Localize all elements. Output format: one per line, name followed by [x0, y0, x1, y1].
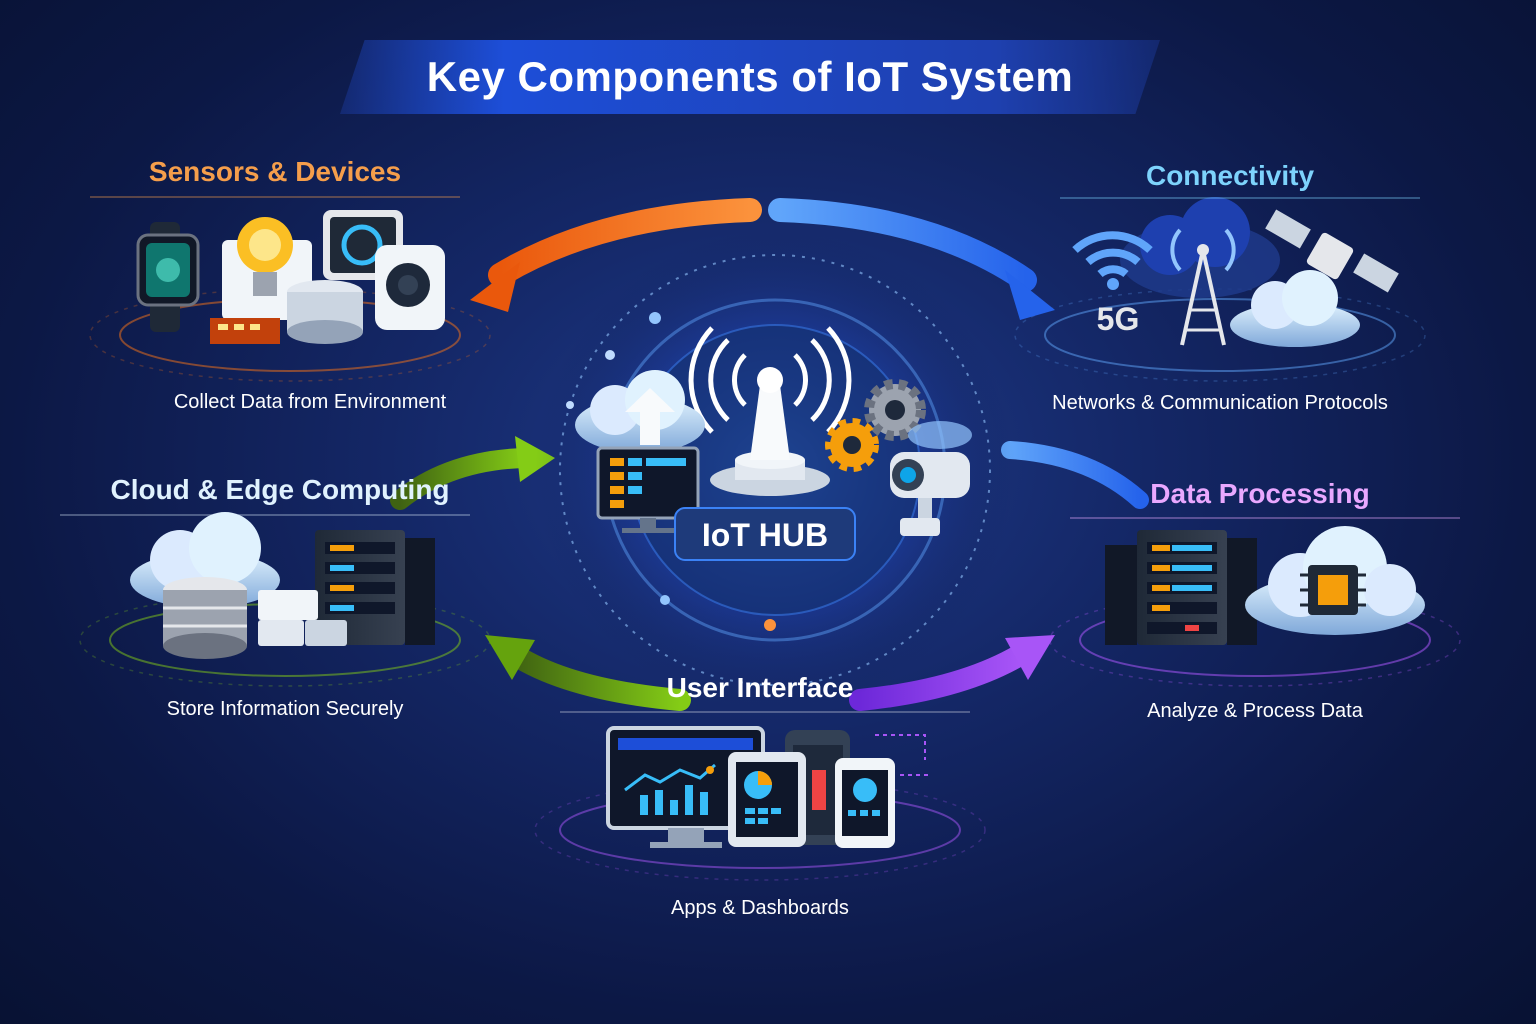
caption-data-processing: Analyze & Process Data — [1147, 700, 1363, 722]
edge-box-icon — [258, 590, 347, 646]
arrow-ui-to-cloud — [485, 635, 691, 711]
database-icon — [287, 280, 363, 344]
heading-connectivity: Connectivity — [1145, 160, 1315, 191]
heading-user-interface: User Interface — [666, 672, 854, 703]
title-banner: Key Components of IoT System — [340, 40, 1160, 114]
connector-lines — [875, 734, 930, 776]
tablet-icon — [728, 752, 806, 847]
antenna-icon — [688, 326, 852, 496]
caption-sensors-devices: Collect Data from Environment — [173, 391, 447, 413]
smartwatch-icon — [136, 222, 200, 332]
heading-rules — [60, 196, 1460, 713]
arrow-ui-to-processing — [849, 635, 1055, 711]
orbit-dot — [649, 312, 661, 324]
hub-dotted-orbit — [559, 254, 991, 686]
arrow-cloud-to-hub — [390, 436, 555, 510]
arrow-hub-to-sensors — [470, 198, 762, 312]
caption-user-interface: Apps & Dashboards — [671, 897, 849, 919]
monitor-icon — [596, 446, 700, 533]
connectivity-icons: 5G — [1072, 197, 1399, 347]
server-rack-icon — [315, 530, 435, 645]
user-interface-icons — [606, 726, 930, 848]
orbit-dot — [605, 350, 615, 360]
page-title: Key Components of IoT System — [426, 53, 1074, 100]
camera-icon — [890, 452, 970, 536]
server-rack-icon — [1105, 530, 1257, 645]
cloud-icon — [908, 421, 972, 449]
wifi-icon — [1072, 231, 1153, 290]
arrow-processing-to-hub — [1001, 441, 1149, 509]
heading-sensors-devices: Sensors & Devices — [148, 156, 402, 187]
heading-data-processing: Data Processing — [1150, 478, 1370, 509]
caption-cloud-edge: Store Information Securely — [166, 698, 404, 720]
satellite-icon — [1265, 209, 1399, 293]
orbit-dot — [566, 401, 574, 409]
hub-label: IoT HUB — [702, 517, 828, 553]
cell-tower-icon — [1170, 228, 1236, 346]
iot-hub: IoT HUB — [535, 230, 1015, 710]
cloud-upload-icon — [575, 370, 705, 453]
gear-icon — [825, 418, 879, 472]
orbit-dot — [660, 595, 670, 605]
orbit-dot — [764, 619, 776, 631]
data-processing-icons — [1105, 526, 1425, 645]
chip-icon — [1300, 565, 1366, 615]
circuit-board-icon — [210, 318, 280, 344]
sensors-devices-icons — [136, 210, 445, 344]
cloud-icon — [1230, 270, 1360, 347]
smartphone-icon — [835, 758, 895, 848]
monitor-icon — [606, 726, 765, 848]
5g-badge: 5G — [1097, 301, 1140, 337]
heading-cloud-edge: Cloud & Edge Computing — [110, 474, 450, 505]
hub-label-plate: IoT HUB — [674, 507, 856, 561]
caption-connectivity: Networks & Communication Protocols — [1052, 392, 1388, 414]
database-icon — [163, 577, 247, 659]
gear-icon — [864, 379, 926, 441]
cloud-edge-icons — [130, 512, 435, 659]
camera-icon — [375, 245, 445, 330]
arrow-hub-to-connectivity — [768, 198, 1055, 320]
